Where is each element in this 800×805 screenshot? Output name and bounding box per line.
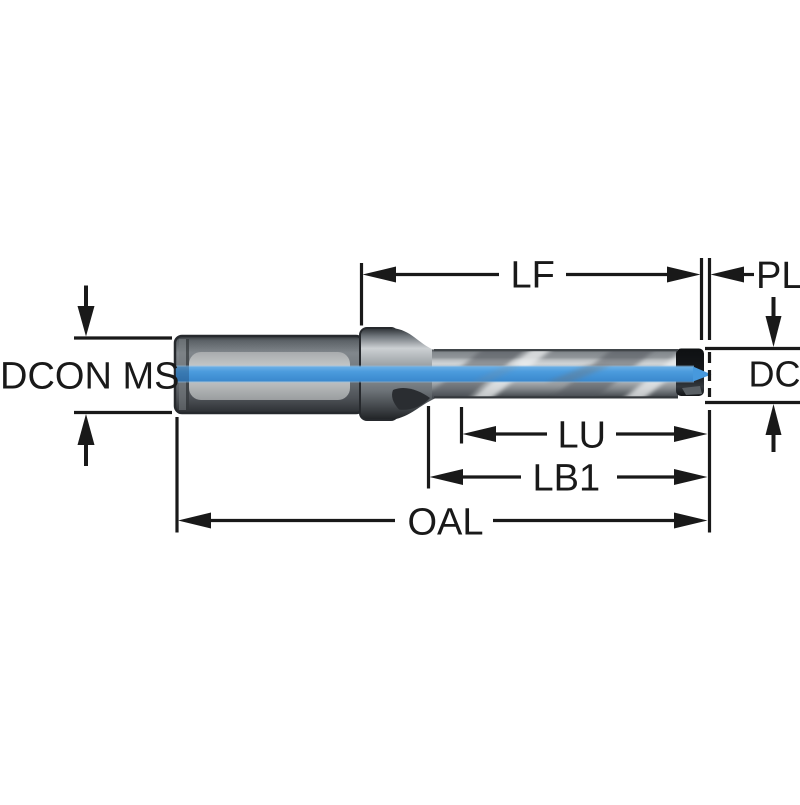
svg-text:PL: PL bbox=[756, 255, 800, 297]
svg-text:LB1: LB1 bbox=[533, 458, 601, 500]
svg-text:DCON MS: DCON MS bbox=[0, 356, 179, 398]
svg-text:DC: DC bbox=[749, 354, 800, 395]
svg-text:LF: LF bbox=[511, 255, 555, 297]
svg-text:LU: LU bbox=[558, 415, 607, 457]
svg-text:OAL: OAL bbox=[408, 502, 484, 544]
